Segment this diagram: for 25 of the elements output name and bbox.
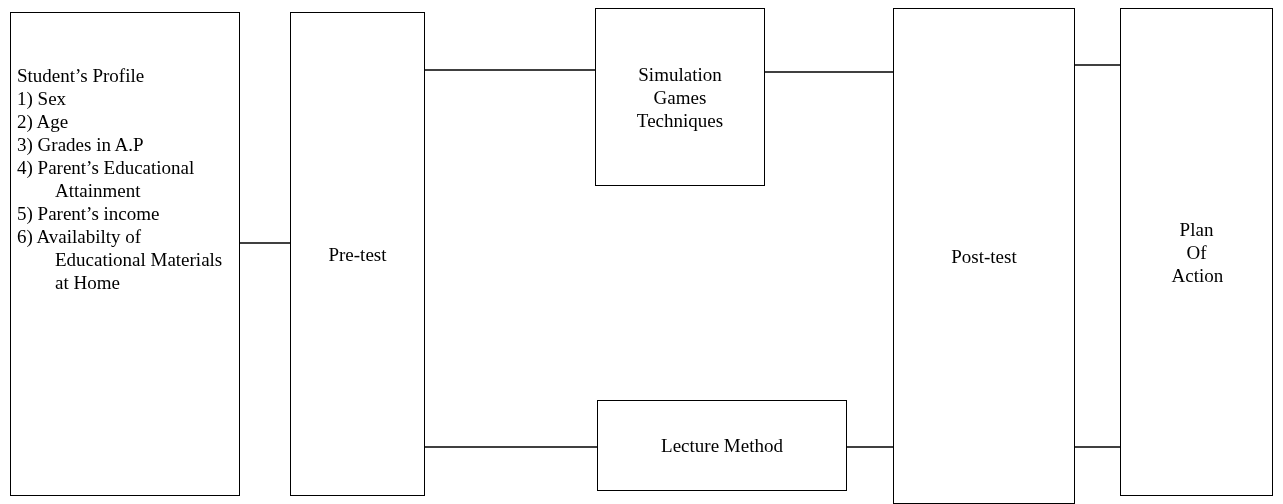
heading-text: Student’s Profile [17, 64, 145, 87]
connector-line [1074, 446, 1121, 448]
connector-line [1074, 64, 1121, 66]
list-item: 2) Age [17, 110, 70, 133]
process-box [290, 12, 425, 496]
box-label: Lecture Method [661, 434, 783, 457]
list-item: 5) Parent’s income [17, 202, 160, 225]
list-item: 3) Grades in A.P [17, 133, 144, 156]
connector-line [846, 446, 894, 448]
list-item: 4) Parent’s Educational Attainment [17, 156, 196, 202]
list-item: 1) Sex [17, 87, 68, 110]
box-label: Pre-test [328, 242, 387, 266]
connector-line [424, 69, 596, 71]
connector-line [424, 446, 598, 448]
list-item: 6) Availabilty of Educational Materials at Home [17, 225, 224, 294]
box-label: Plan Of Action [1171, 217, 1222, 287]
box-label: Post-test [951, 244, 1017, 268]
process-box [595, 8, 765, 186]
box-label: Simulation Games Techniques [635, 62, 725, 132]
process-box [597, 400, 847, 491]
process-box [1120, 8, 1273, 496]
process-box [10, 12, 240, 496]
process-box [893, 8, 1075, 504]
connector-line [764, 71, 894, 73]
connector-line [239, 242, 291, 244]
